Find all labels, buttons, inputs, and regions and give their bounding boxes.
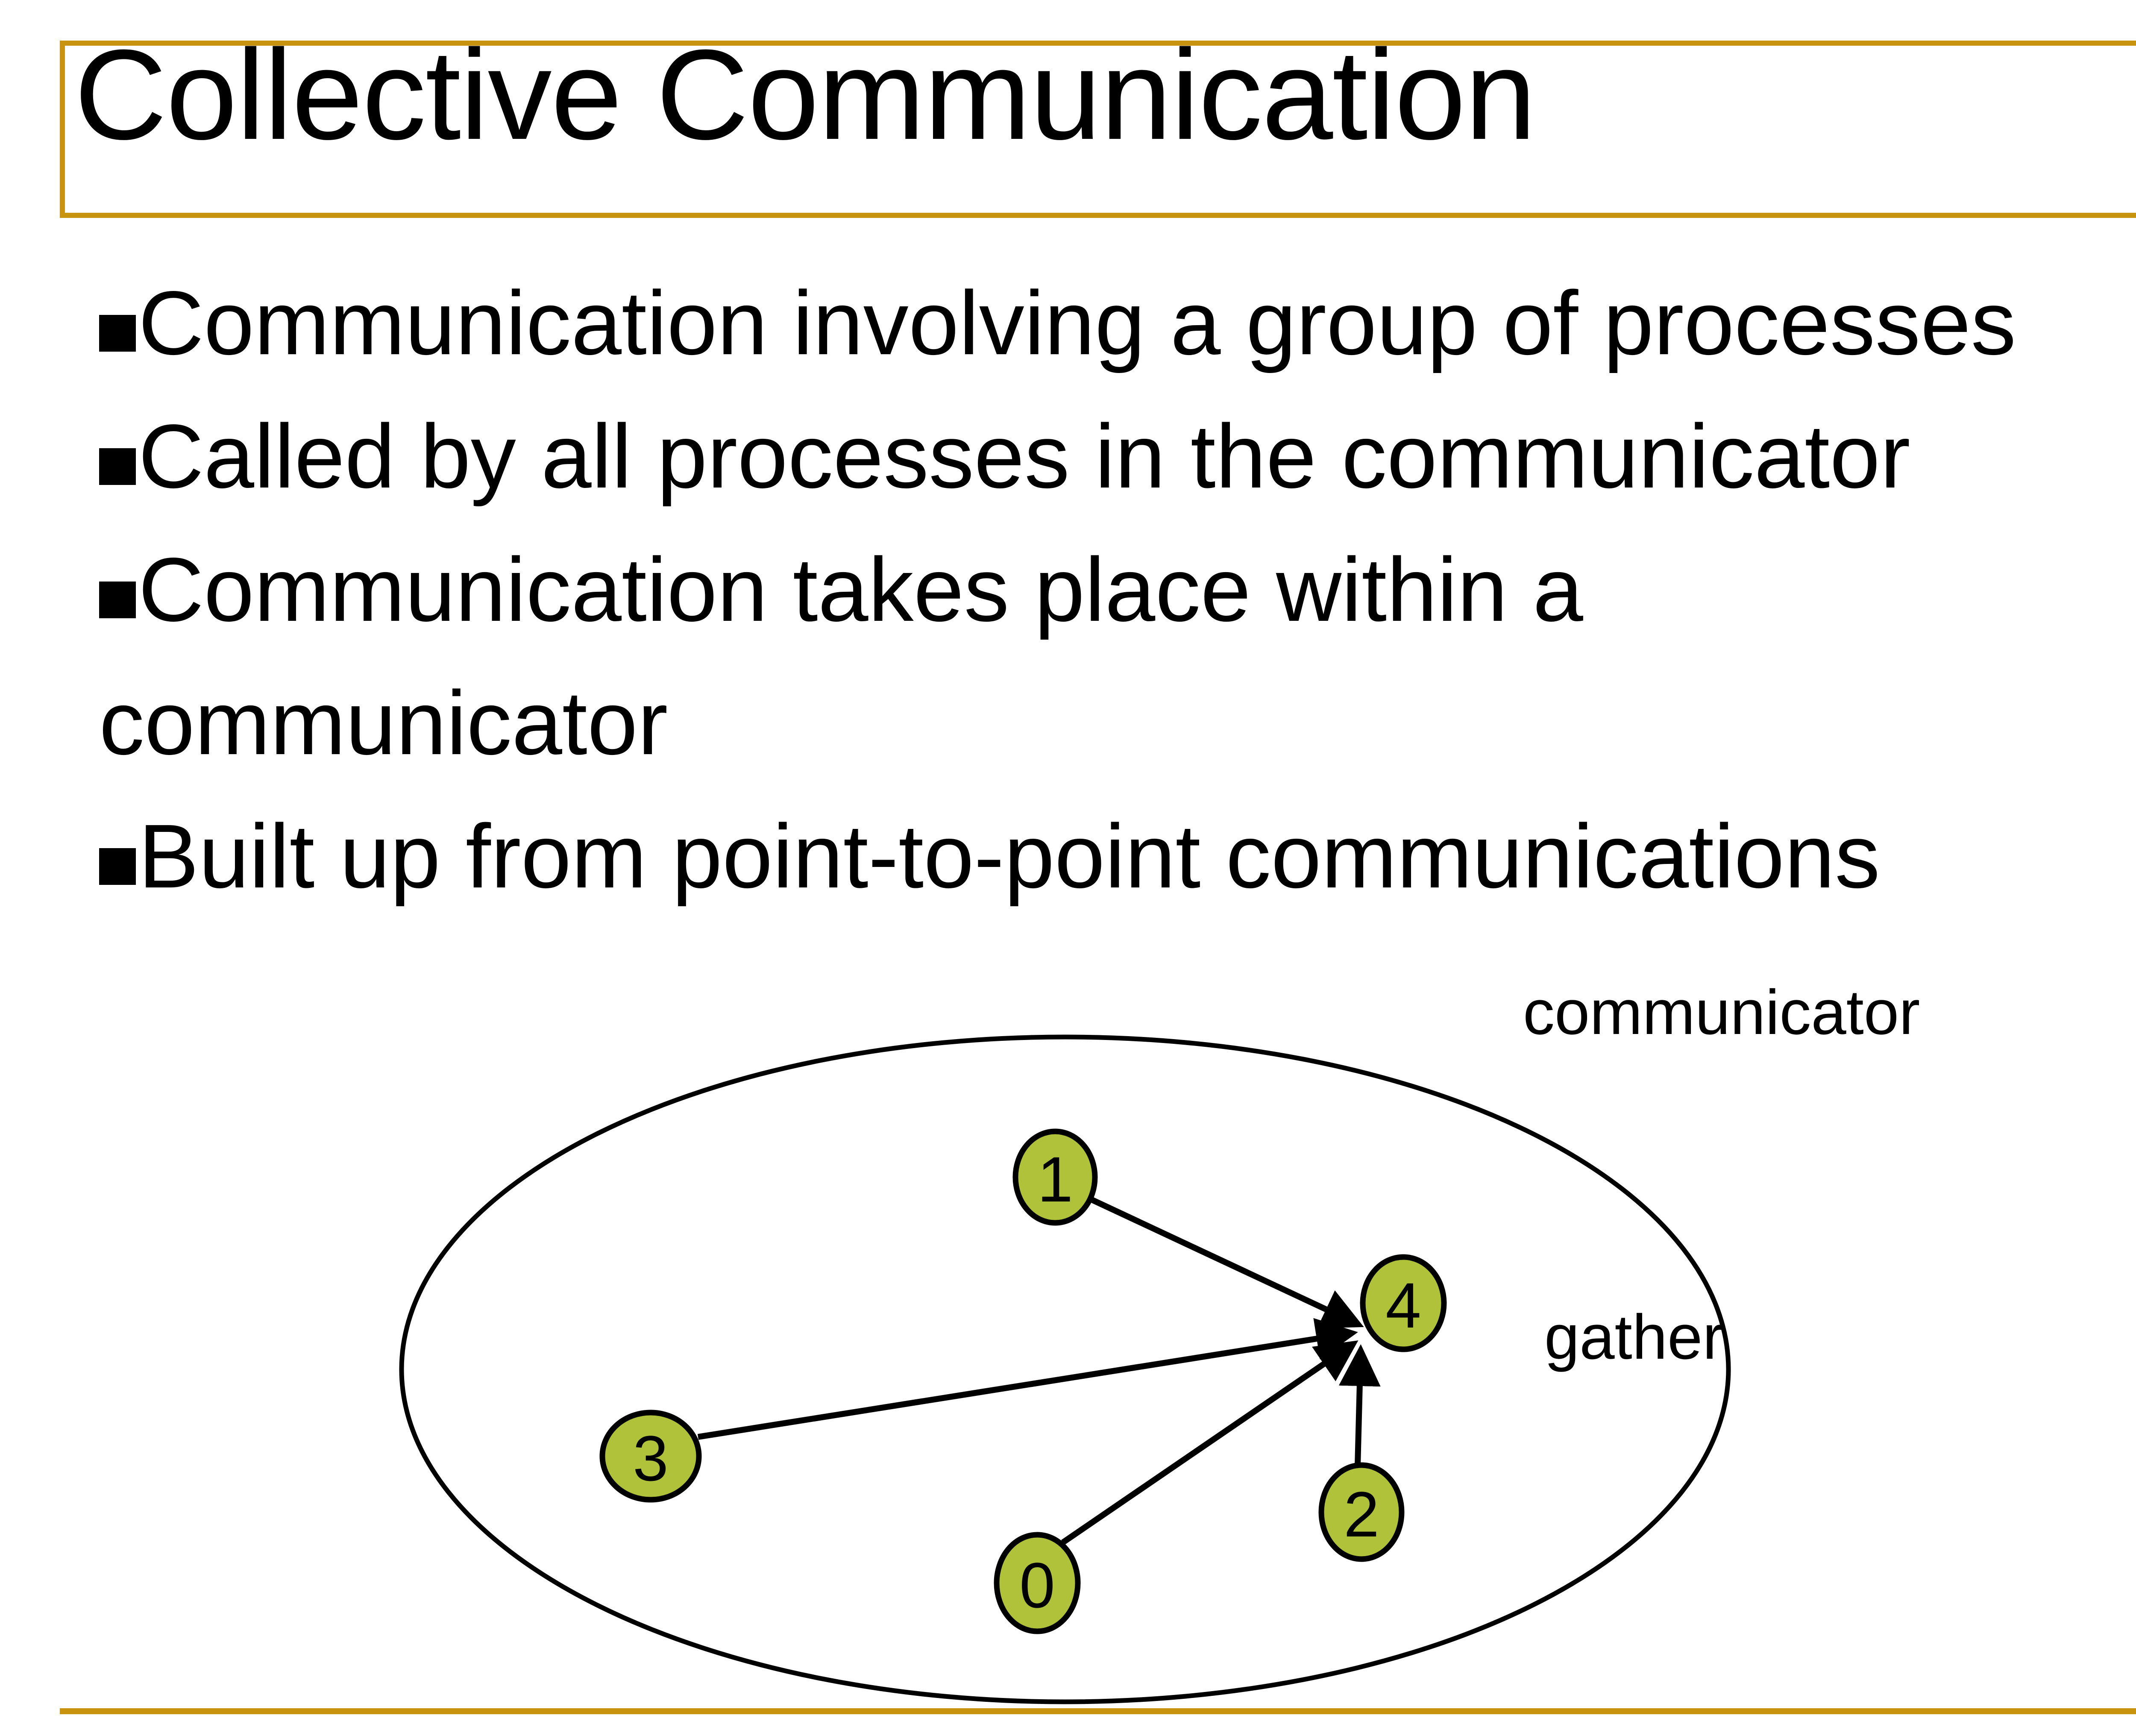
node-label: 3 [633,1422,668,1494]
edge-3-to-4 [697,1318,1358,1440]
node-shape [599,1410,702,1503]
page-title: Collective Communication [74,23,1536,166]
communicator-label: communicator [1523,977,1920,1048]
list-item-continuation: communicator [99,672,668,773]
title-box: Collective Communication [60,30,2136,218]
process-node-2[interactable]: 2 [1318,1462,1405,1562]
list-item-label: Called by all processes in the communica… [138,405,1910,507]
edge-1-to-4 [1091,1197,1364,1328]
bullet-square-icon [99,582,136,618]
node-shape [994,1532,1081,1634]
bullet-square-icon [99,448,136,485]
edge-0-to-4 [1061,1340,1358,1545]
list-item: Called by all processes in the communica… [99,390,2136,523]
list-item: Communication takes place within a [99,523,2136,656]
node-shape [1360,1254,1447,1352]
edge-2-to-4 [1338,1344,1381,1466]
bullet-square-icon [99,848,136,885]
list-item-label: Communication involving a group of proce… [138,272,2016,373]
node-label: 1 [1037,1143,1073,1215]
gather-label: gather [1544,1302,1724,1372]
gather-diagram: 1 4 3 0 2 communicator gather [0,974,2136,1736]
node-shape [1318,1462,1405,1562]
list-item-label: Communication takes place within a [138,539,1583,640]
process-node-0[interactable]: 0 [994,1532,1081,1634]
list-item: Built up from point-to-point communicati… [99,790,2136,923]
node-label: 2 [1344,1478,1379,1550]
node-shape [1012,1128,1098,1226]
bullet-square-icon [99,315,136,352]
bullet-list: Communication involving a group of proce… [99,256,2136,923]
process-node-4[interactable]: 4 [1360,1254,1447,1352]
process-node-3[interactable]: 3 [599,1410,702,1503]
communicator-boundary [399,1034,1731,1704]
bottom-accent-rule [60,1708,2136,1714]
node-label: 0 [1019,1549,1055,1621]
process-node-1[interactable]: 1 [1012,1128,1098,1226]
list-item: Communication involving a group of proce… [99,256,2136,390]
node-label: 4 [1385,1269,1421,1341]
list-item-label: Built up from point-to-point communicati… [138,805,1880,907]
